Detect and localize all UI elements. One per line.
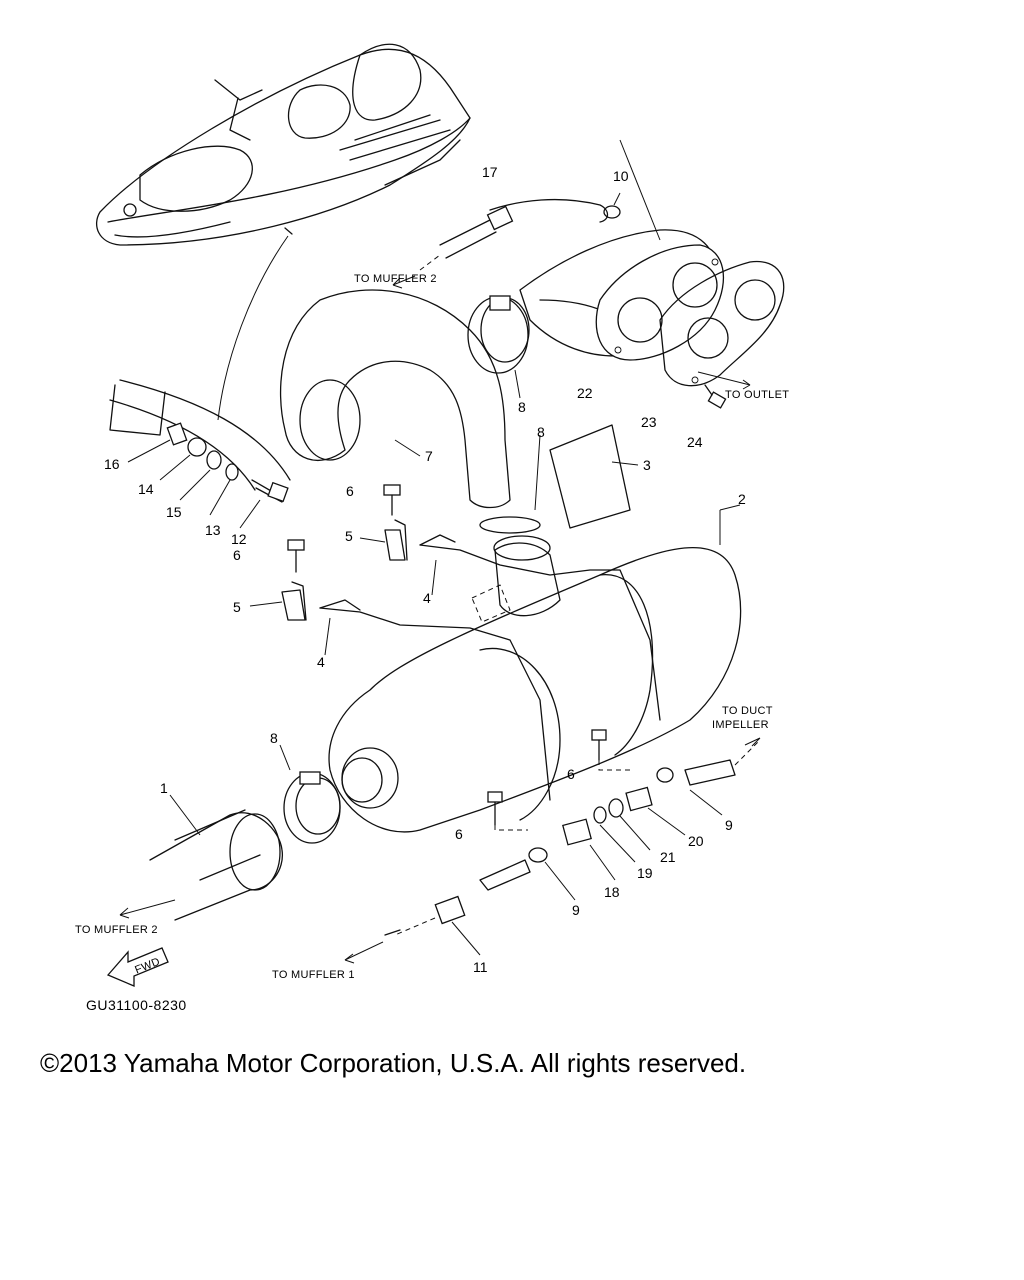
dest-muffler2-bottom: TO MUFFLER 2: [75, 924, 158, 936]
callout-20: 20: [688, 833, 704, 849]
callout-15: 15: [166, 504, 182, 520]
part-6-bolt-c: [591, 729, 630, 771]
dest-duct-line2: IMPELLER: [712, 719, 769, 731]
part-callouts: 1 2 3 4 4 5 5 6 6 6 6 7 8 8 8 9 9 10 11 …: [104, 164, 746, 975]
part-2-muffler: [328, 504, 742, 833]
callout-6d: 6: [455, 826, 463, 842]
callout-10: 10: [613, 168, 629, 184]
watercraft-illustration: [96, 43, 471, 246]
part-7-exhaust-pipe: [279, 289, 511, 509]
callout-9b: 9: [572, 902, 580, 918]
diagram-code: GU31100-8230: [86, 997, 187, 1013]
destination-labels: TO MUFFLER 2 TO OUTLET TO DUCT IMPELLER …: [75, 273, 789, 981]
callout-8b: 8: [537, 424, 545, 440]
part-8-band-top: [467, 295, 530, 399]
callout-17: 17: [482, 164, 498, 180]
part-22-joint: [519, 139, 725, 361]
callout-13: 13: [205, 522, 221, 538]
copyright-notice: ©2013 Yamaha Motor Corporation, U.S.A. A…: [40, 1048, 747, 1078]
callout-24: 24: [687, 434, 703, 450]
callout-5b: 5: [233, 599, 241, 615]
part-6-bolt-b: [287, 539, 305, 573]
part-8-band-middle: [479, 434, 541, 534]
part-6-bolt-d: [487, 791, 528, 831]
callout-16: 16: [104, 456, 120, 472]
callout-6b: 6: [233, 547, 241, 563]
callout-4a: 4: [423, 590, 431, 606]
part-5-bracket-b: [249, 581, 307, 621]
callout-14: 14: [138, 481, 154, 497]
callout-21: 21: [660, 849, 676, 865]
callout-8c: 8: [270, 730, 278, 746]
dest-duct-line1: TO DUCT: [722, 705, 773, 717]
callout-7: 7: [425, 448, 433, 464]
boat-leader-line: [217, 235, 289, 421]
part-23-gasket: [659, 260, 785, 390]
dest-outlet: TO OUTLET: [725, 389, 789, 401]
callout-11: 11: [473, 959, 488, 975]
part-18-19-9-11-fittings: [344, 818, 636, 964]
part-6-bolt-a: [383, 484, 401, 516]
callout-6c: 6: [567, 766, 575, 782]
dest-muffler1: TO MUFFLER 1: [272, 969, 355, 981]
callout-12: 12: [231, 531, 247, 547]
callout-4b: 4: [317, 654, 325, 670]
callout-2: 2: [738, 491, 746, 507]
fwd-arrow-icon: [106, 947, 169, 987]
callout-18: 18: [604, 884, 620, 900]
callout-19: 19: [637, 865, 653, 881]
dest-muffler2-top: TO MUFFLER 2: [354, 273, 437, 285]
part-20-21-9-fittings: [593, 737, 761, 851]
callout-5a: 5: [345, 528, 353, 544]
callout-9a: 9: [725, 817, 733, 833]
part-1-pipe: [119, 794, 284, 921]
callout-8a: 8: [518, 399, 526, 415]
part-10-clamp: [603, 192, 621, 219]
exhaust-parts-diagram: FWD 1 2 3 4 4 5 5 6 6 6 6 7 8 8 8 9 9 10…: [75, 43, 789, 987]
callout-23: 23: [641, 414, 657, 430]
part-4-straps: [319, 534, 661, 801]
callout-1: 1: [160, 780, 168, 796]
part-17-hose: [392, 198, 609, 289]
part-8-band-lower: [279, 744, 341, 844]
callout-6a: 6: [346, 483, 354, 499]
part-24-bolt: [704, 384, 727, 409]
part-5-bracket-a: [359, 519, 408, 561]
part-3-cover: [549, 424, 639, 529]
callout-3: 3: [643, 457, 651, 473]
part-16-14-15-13-12-fittings: [109, 379, 291, 529]
callout-22: 22: [577, 385, 593, 401]
